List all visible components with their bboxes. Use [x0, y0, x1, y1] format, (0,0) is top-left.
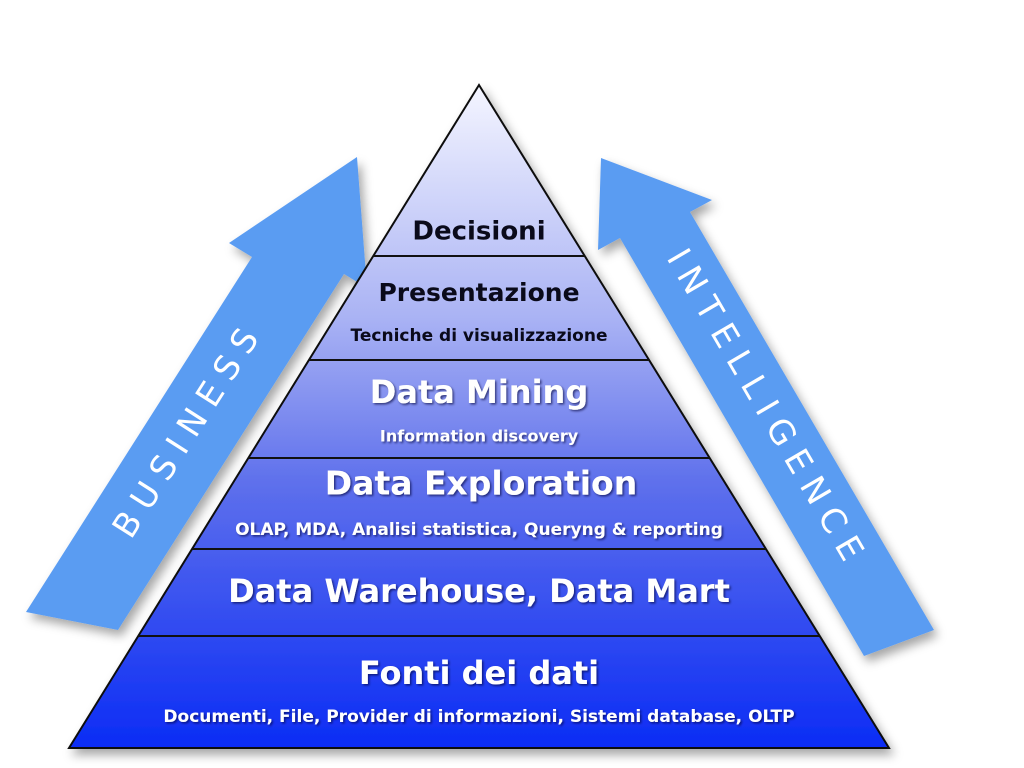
pyramid-dividers: [138, 255, 820, 637]
level-datamining-title: Data Mining: [370, 373, 588, 411]
pyramid: Decisioni Presentazione Tecniche di visu…: [67, 83, 891, 749]
level-presentazione-subtitle: Tecniche di visualizzazione: [351, 326, 608, 346]
pyramid-labels: Decisioni Presentazione Tecniche di visu…: [163, 217, 794, 728]
level-dataexploration-title: Data Exploration: [325, 464, 637, 503]
level-decisioni-title: Decisioni: [412, 217, 545, 247]
pyramid-body: [67, 83, 891, 749]
business-arrow: [26, 157, 367, 630]
intelligence-arrow: [598, 158, 934, 656]
level-fontidati-subtitle: Documenti, File, Provider di informazion…: [163, 707, 794, 727]
level-fontidati-title: Fonti dei dati: [359, 654, 599, 692]
level-datamining-subtitle: Information discovery: [380, 427, 579, 446]
level-presentazione-title: Presentazione: [378, 278, 579, 307]
level-dataexploration-subtitle: OLAP, MDA, Analisi statistica, Queryng &…: [235, 520, 723, 540]
level-datawarehouse-title: Data Warehouse, Data Mart: [228, 572, 730, 610]
